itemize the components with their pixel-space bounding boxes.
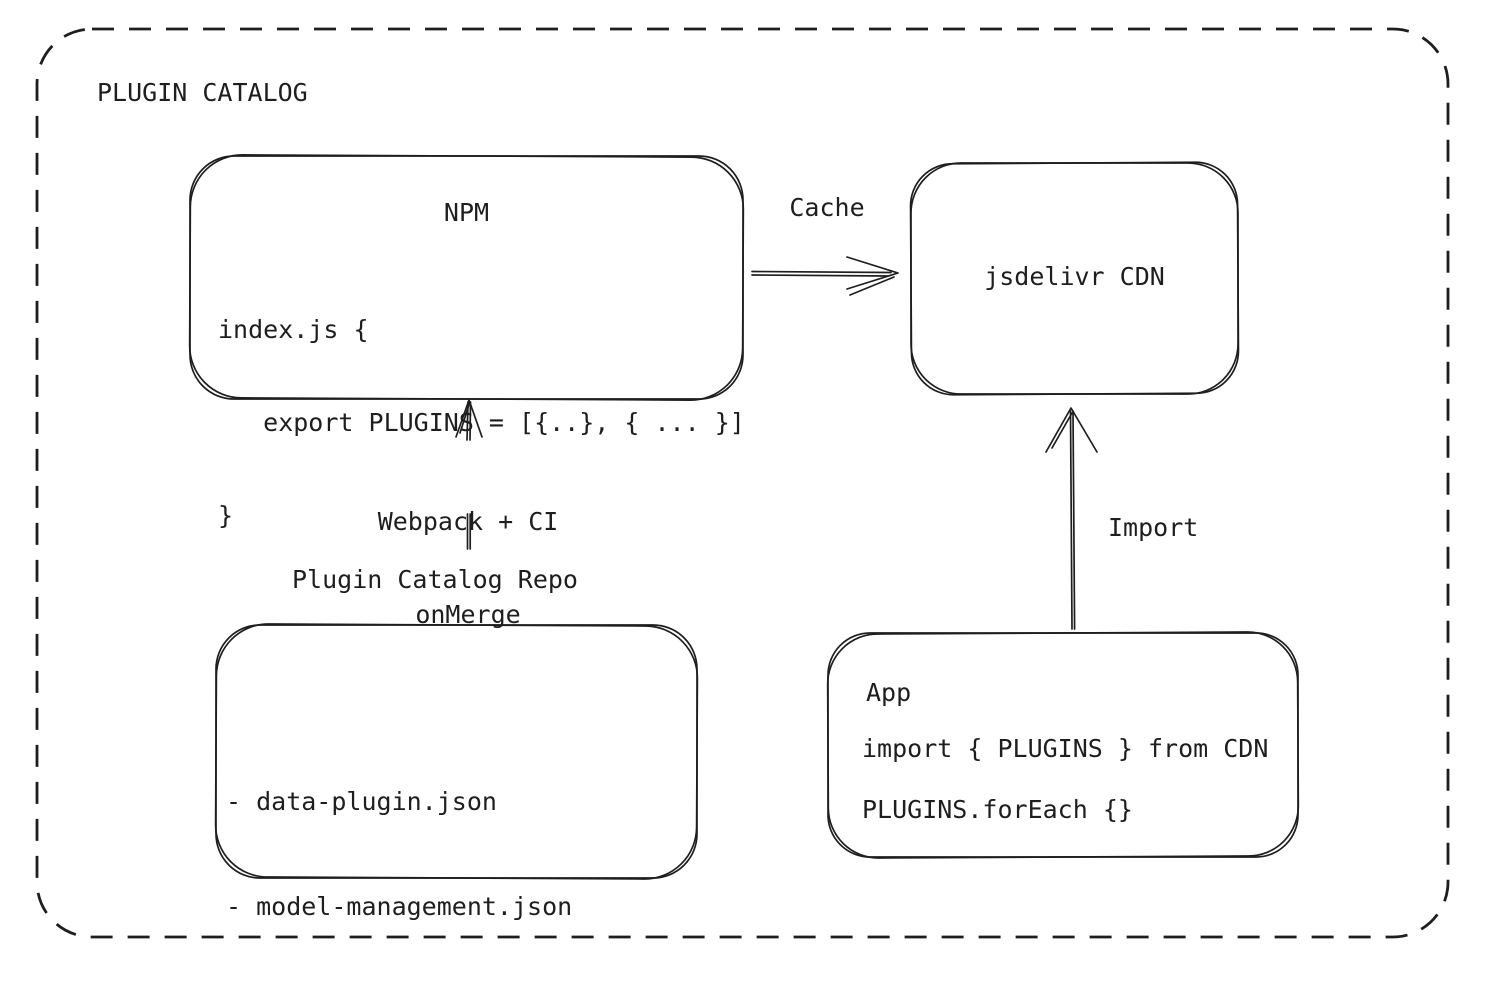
- jsdelivr-cdn-box-title: jsdelivr CDN: [984, 262, 1165, 291]
- webpack-arrow-label-line-2: onMerge: [415, 600, 521, 629]
- app-box-title: App: [866, 678, 912, 707]
- import-arrow: [1045, 407, 1098, 630]
- cache-arrow: [751, 256, 899, 296]
- npm-code-line-1: index.js {: [218, 315, 369, 344]
- npm-code-line-2: export PLUGINS = [{..}, { ... }]: [218, 408, 745, 437]
- webpack-arrow: [455, 399, 483, 550]
- app-code-line-2: PLUGINS.forEach {}: [862, 795, 1133, 824]
- npm-code-block: index.js { export PLUGINS = [{..}, { ...…: [218, 252, 745, 593]
- import-arrow-label: Import: [1108, 513, 1199, 542]
- plugin-catalog-dashed-border: [35, 27, 1450, 939]
- repo-file-item-3: ...: [226, 994, 572, 1002]
- webpack-arrow-label-line-1: Webpack + CI: [377, 507, 559, 536]
- cache-arrow-label: Cache: [789, 193, 865, 222]
- repo-file-item-2: - model-management.json: [226, 892, 573, 921]
- plugin-catalog-repo-label: Plugin Catalog Repo: [292, 565, 578, 594]
- repo-file-list: - data-plugin.json - model-management.js…: [226, 714, 572, 1002]
- app-code-line-1: import { PLUGINS } from CDN: [862, 734, 1269, 763]
- repo-file-item-1: - data-plugin.json: [226, 787, 497, 816]
- app-box: [826, 631, 1300, 859]
- npm-box: [188, 154, 745, 401]
- npm-code-line-3: }: [218, 501, 234, 530]
- diagram-title: PLUGIN CATALOG: [97, 78, 308, 107]
- jsdelivr-cdn-box: [909, 161, 1240, 396]
- plugin-catalog-repo-box: [214, 623, 699, 880]
- npm-box-title: NPM: [443, 198, 490, 227]
- webpack-arrow-label: Webpack + CI onMerge: [348, 444, 588, 692]
